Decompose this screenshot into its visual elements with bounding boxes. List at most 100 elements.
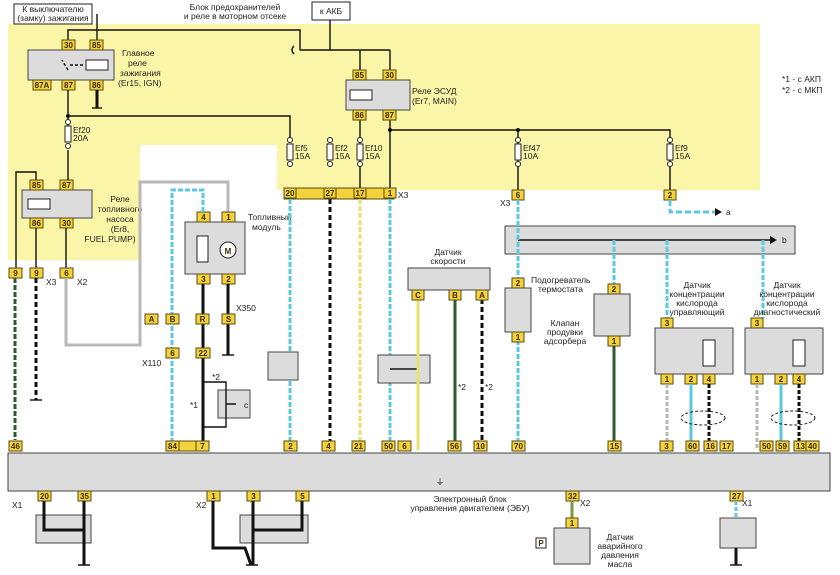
fuse-block-title-2: и реле в моторном отсеке	[184, 11, 287, 21]
x350-pin-label: B	[170, 315, 176, 324]
speed-sensor-label-2: скорости	[430, 256, 465, 266]
x1-bottom-label: X1	[12, 500, 23, 510]
x3-pin	[283, 187, 297, 199]
fuse-terminal	[667, 137, 673, 143]
o2_diag-label: диагностический	[754, 307, 821, 317]
svg-text:30: 30	[385, 71, 394, 80]
ecu-top-pin-label: 4	[326, 442, 331, 451]
fp-relay-label-5: FUEL PUMP)	[84, 234, 135, 244]
o2-pin-label: 3	[755, 319, 760, 328]
fuse-terminal	[327, 161, 333, 167]
fuel-module: 4 1 3 2 M	[184, 211, 246, 285]
x3-pin	[383, 187, 397, 199]
o2_diag-box	[744, 327, 824, 375]
svg-text:6: 6	[170, 349, 175, 358]
x350-pin	[195, 313, 210, 325]
x3-pin-label: 17	[356, 189, 365, 198]
svg-text:B: B	[452, 291, 458, 300]
note-mark-1: *1	[190, 400, 198, 410]
fuse-block-title-1: Блок предохранителей	[190, 2, 281, 12]
ecu-top-pin-label: 46	[11, 442, 20, 451]
ecu-bottom-pin-label: 5	[300, 492, 305, 501]
x2-oil-label: X2	[580, 498, 591, 508]
svg-text:9: 9	[34, 269, 39, 278]
note-mark-2a: *2	[212, 372, 220, 382]
svg-text:86: 86	[32, 219, 41, 228]
fuse-id: Ef10	[365, 143, 383, 153]
ecu-top-pin	[283, 440, 298, 452]
fuse-3	[356, 143, 364, 161]
main-relay-label-1: Главное	[122, 48, 155, 58]
fuse-terminal	[357, 137, 363, 143]
ecu-top-pin	[775, 440, 790, 452]
x350-label: X350	[236, 303, 256, 313]
ecu-label-2: управления двигателем (ЭБУ)	[410, 503, 529, 513]
ecu-top-pin	[703, 440, 718, 452]
ignition-switch-label-2: (замку) зажигания	[17, 13, 89, 23]
main-relay-label-4: (Er15, IGN)	[118, 78, 162, 88]
arrow-label-a: a	[726, 207, 731, 217]
svg-text:4: 4	[201, 213, 206, 222]
ecu-top-pin	[351, 440, 366, 452]
fuse-4	[514, 143, 522, 161]
pressure-p-label: P	[538, 539, 544, 548]
svg-text:86: 86	[92, 81, 101, 90]
thermostat-label-1: Подогреватель	[531, 275, 591, 285]
fuel-module-label-1: Топливный	[248, 212, 292, 222]
svg-text:1: 1	[612, 337, 617, 346]
x3-pin-label: 27	[326, 189, 335, 198]
oil-label-2: аварийного	[597, 541, 642, 551]
svg-text:2: 2	[226, 275, 231, 284]
x3-pin	[353, 187, 367, 199]
ecu-top-pin	[805, 440, 820, 452]
fuse-terminal	[327, 137, 333, 143]
x3-pin-label: 20	[286, 189, 295, 198]
x1-right-label: X1	[742, 498, 753, 508]
svg-text:86: 86	[355, 111, 364, 120]
svg-text:M: M	[225, 247, 232, 256]
oil-label-3: давления	[601, 550, 639, 560]
thermostat-heater	[504, 287, 532, 333]
svg-text:6: 6	[516, 191, 521, 200]
ecu-top-pin-label: 10	[476, 442, 485, 451]
x3-connector-block	[283, 187, 395, 200]
fuse-terminal	[65, 143, 71, 149]
oil-label-4: масла	[608, 559, 633, 569]
o2_control-label: кислорода	[676, 298, 718, 308]
svg-text:A: A	[479, 291, 485, 300]
fuse-rating: 15A	[675, 151, 690, 161]
svg-text:22: 22	[199, 349, 208, 358]
o2_control-label: управляющий	[669, 307, 724, 317]
svg-text:30: 30	[64, 41, 73, 50]
o2-pin-label: 4	[707, 375, 712, 384]
ecm-relay-label-2: (Er7, MAIN)	[412, 96, 457, 106]
ecu-top-pin-label: 13	[796, 442, 805, 451]
ecu-top-pin-label: 56	[450, 442, 459, 451]
note-2: *2 - с МКП	[782, 85, 822, 95]
svg-text:87: 87	[64, 81, 73, 90]
x3-left-label: X3	[46, 277, 57, 287]
fuse-rating: 15A	[365, 151, 380, 161]
o2_control-label: концентрации	[669, 289, 724, 299]
ecm-main-relay: 85 30 86 87	[345, 69, 411, 121]
shield	[770, 410, 816, 426]
fuel-pump-relay: 85 87 86 30	[21, 179, 93, 229]
ecu-top-pin	[759, 440, 774, 452]
x2-left-label: X2	[77, 277, 88, 287]
ecu-top-pin	[473, 440, 488, 452]
x3-label-2: X3	[500, 198, 511, 208]
svg-text:87: 87	[62, 181, 71, 190]
ecu-bottom-pin-label: 1	[211, 492, 216, 501]
ecu-bottom-pin-label: 3	[251, 492, 256, 501]
o2-pin-label: 1	[665, 375, 670, 384]
o2_diag-label: концентрации	[759, 289, 814, 299]
x110-label: X110	[142, 358, 161, 368]
arrow-label-b: b	[782, 235, 787, 245]
svg-text:30: 30	[62, 219, 71, 228]
fuse-id: Ef5	[295, 143, 308, 153]
svg-text:85: 85	[32, 181, 41, 190]
fuse-0	[64, 125, 72, 143]
ecu-top-pin	[321, 440, 336, 452]
svg-text:2: 2	[516, 279, 521, 288]
